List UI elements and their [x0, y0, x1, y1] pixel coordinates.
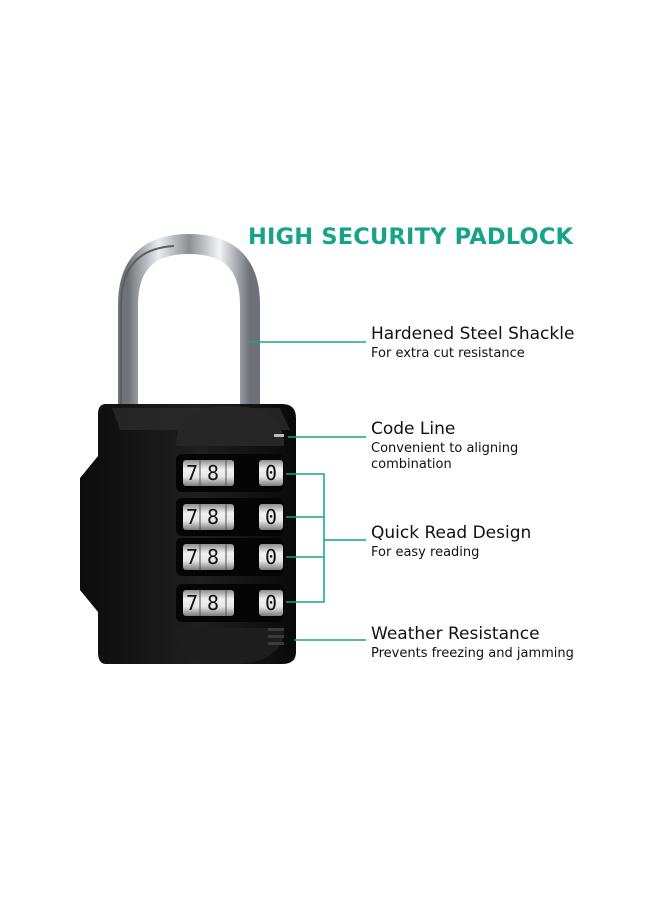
bottom-vents	[268, 628, 284, 645]
dial-wheel[interactable]	[183, 504, 234, 530]
feature-description: Convenient to aligning combination	[371, 441, 519, 472]
dial-wheel[interactable]	[259, 504, 283, 530]
headline: HIGH SECURITY PADLOCK	[248, 224, 574, 250]
dial-digit-right: 0	[265, 505, 277, 529]
feature-description: For extra cut resistance	[371, 346, 525, 361]
dial-digit-middle: 8	[207, 461, 219, 485]
dial-wheel[interactable]	[259, 544, 283, 570]
callout-bracket-dials	[286, 473, 325, 603]
feature-shackle: Hardened Steel Shackle For extra cut res…	[371, 324, 574, 362]
dial-digit-right: 0	[265, 545, 277, 569]
dial-digit-middle: 8	[207, 545, 219, 569]
feature-title: Weather Resistance	[371, 624, 540, 644]
feature-title: Hardened Steel Shackle	[371, 324, 575, 344]
shackle	[118, 233, 260, 420]
dial-digit-left: 7	[186, 505, 198, 529]
dial-digit-right: 0	[265, 591, 277, 615]
dial-digit-right: 0	[265, 461, 277, 485]
dial-digit-middle: 8	[207, 505, 219, 529]
dial-wheel[interactable]	[259, 590, 283, 616]
dial-digit-left: 7	[186, 591, 198, 615]
feature-weather: Weather Resistance Prevents freezing and…	[371, 624, 574, 662]
feature-title: Code Line	[371, 419, 456, 439]
dial-wheel[interactable]	[259, 460, 283, 486]
dial-digit-left: 7	[186, 461, 198, 485]
dial-digit-middle: 8	[207, 591, 219, 615]
feature-quick-read: Quick Read Design For easy reading	[371, 523, 531, 561]
feature-code-line: Code Line Convenient to aligning combina…	[371, 419, 541, 473]
dial-digit-left: 7	[186, 545, 198, 569]
feature-callout-lines	[250, 341, 366, 641]
code-line-marker	[274, 434, 284, 437]
feature-description: Prevents freezing and jamming	[371, 646, 574, 661]
feature-description: For easy reading	[371, 545, 480, 560]
dial-wheel[interactable]	[183, 590, 234, 616]
feature-title: Quick Read Design	[371, 523, 532, 543]
dial-wheel[interactable]	[183, 544, 234, 570]
dial-wheel[interactable]	[183, 460, 234, 486]
